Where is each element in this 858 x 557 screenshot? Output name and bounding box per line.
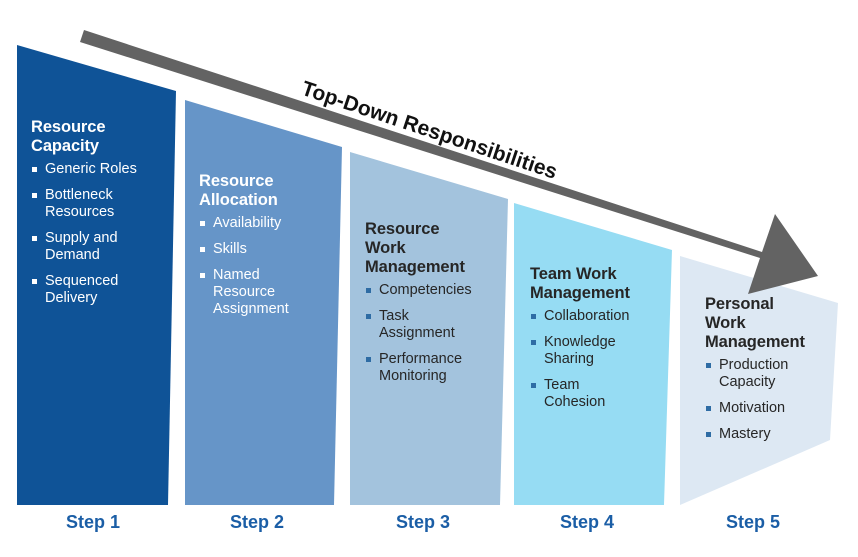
panel-content-step-2: Resource Allocation Availability Skills … <box>199 172 334 327</box>
bullet-item: Supply and Demand <box>31 230 166 264</box>
panel-bullets-step-1: Generic Roles Bottleneck Resources Suppl… <box>31 161 166 307</box>
panel-content-step-1: Resource Capacity Generic Roles Bottlene… <box>31 118 166 316</box>
panel-content-step-3: Resource Work Management Competencies Ta… <box>365 220 505 394</box>
panel-title-step-5: Personal Work Management <box>705 295 805 351</box>
panel-bullets-step-2: Availability Skills Named Resource Assig… <box>199 215 334 318</box>
panel-title-step-2: Resource Allocation <box>199 172 278 209</box>
panel-content-step-5: Personal Work Management Production Capa… <box>705 295 840 452</box>
bullet-item: Bottleneck Resources <box>31 187 166 221</box>
bullet-item: Skills <box>199 241 334 258</box>
bullet-item: Team Cohesion <box>530 377 670 411</box>
step-label-step-1: Step 1 <box>65 512 121 532</box>
step-label-step-2: Step 2 <box>229 512 285 532</box>
bullet-item: Mastery <box>705 426 840 443</box>
step-label-step-5: Step 5 <box>725 512 781 532</box>
panel-shape-step-2[interactable] <box>185 100 342 505</box>
panel-title-step-3: Resource Work Management <box>365 220 465 276</box>
panel-shape-step-5[interactable] <box>680 256 838 505</box>
step-label-step-3: Step 3 <box>395 512 451 532</box>
bullet-item: Named Resource Assignment <box>199 267 334 318</box>
panel-title-step-1: Resource Capacity <box>31 118 106 155</box>
bullet-item: Motivation <box>705 400 840 417</box>
bullet-item: Sequenced Delivery <box>31 273 166 307</box>
panel-shape-step-1[interactable] <box>17 45 176 505</box>
panel-bullets-step-4: Collaboration Knowledge Sharing Team Coh… <box>530 308 670 411</box>
panel-content-step-4: Team Work Management Collaboration Knowl… <box>530 265 670 420</box>
bullet-item: Performance Monitoring <box>365 351 505 385</box>
bullet-item: Generic Roles <box>31 161 166 178</box>
bullet-item: Competencies <box>365 282 505 299</box>
step-label-step-4: Step 4 <box>559 512 615 532</box>
bullet-item: Collaboration <box>530 308 670 325</box>
panel-shape-step-3[interactable] <box>350 152 508 505</box>
panel-bullets-step-3: Competencies Task Assignment Performance… <box>365 282 505 385</box>
top-down-responsibilities-arrow <box>80 30 818 294</box>
panel-bullets-step-5: Production Capacity Motivation Mastery <box>705 357 840 443</box>
bullet-item: Availability <box>199 215 334 232</box>
bullet-item: Knowledge Sharing <box>530 334 670 368</box>
panel-shape-step-4[interactable] <box>514 203 672 505</box>
bullet-item: Production Capacity <box>705 357 840 391</box>
arrow-shaft-and-head <box>80 30 818 294</box>
bullet-item: Task Assignment <box>365 308 505 342</box>
panel-title-step-4: Team Work Management <box>530 265 630 302</box>
